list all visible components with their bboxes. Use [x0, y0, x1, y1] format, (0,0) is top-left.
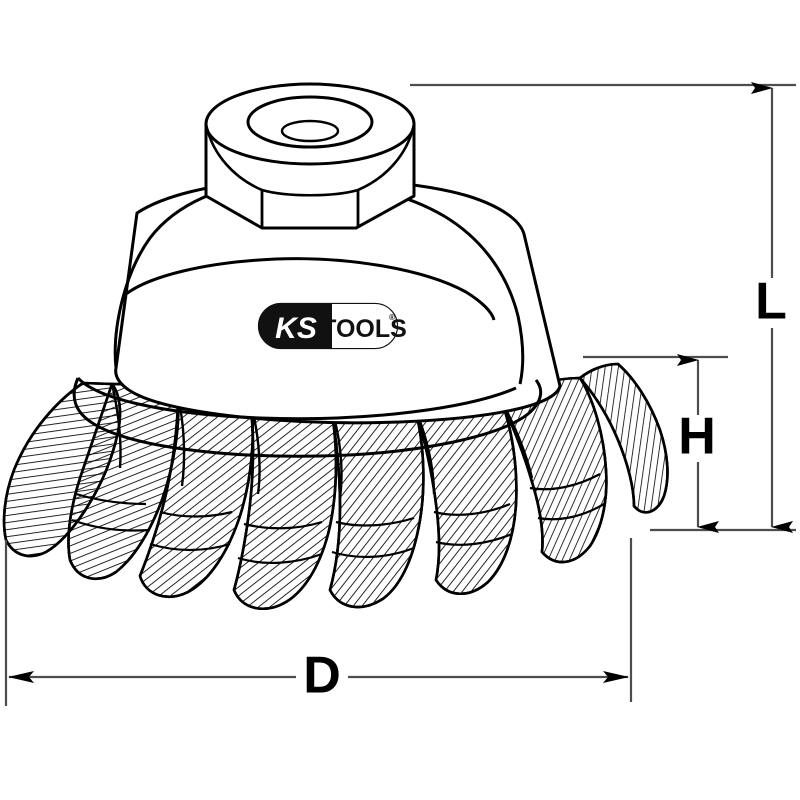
bristle-knot [328, 398, 425, 609]
rim-band-top-line [76, 376, 517, 421]
cup-body-group [72, 177, 562, 458]
dimension-H-label: H [678, 408, 716, 466]
ks-tools-logo: KS TOOLS ® [257, 302, 407, 350]
product-illustration: KS TOOLS ® [2, 82, 669, 610]
dimension-D: D [8, 647, 629, 705]
hex-nut-bore-inner [280, 119, 340, 143]
knot-twist-band [529, 473, 601, 491]
hex-nut-chamfer-right [357, 123, 416, 192]
cup-shoulder-seam [125, 257, 496, 321]
knot-twist-band [243, 520, 323, 530]
logo-tools-text: TOOLS [321, 315, 407, 343]
knot-twist-band [149, 542, 231, 552]
dimension-H: H [677, 354, 719, 533]
hex-nut-group [204, 82, 416, 230]
knot-twist-band [237, 552, 323, 565]
knot-twist-band [335, 516, 415, 527]
knot-twist-band [435, 532, 513, 546]
logo-right-panel [332, 304, 397, 348]
hex-nut-chamfer-front [261, 188, 359, 197]
dimension-D-label: D [303, 647, 341, 705]
dimension-L: L [751, 82, 793, 533]
knot-twist-band [433, 502, 511, 516]
logo-trademark-symbol: ® [389, 313, 395, 322]
bristle-knot [578, 362, 669, 514]
rim-band-outer [72, 377, 543, 458]
logo-ks-text: KS [275, 312, 317, 345]
knot-twist-band [71, 518, 151, 532]
knot-twist-band [331, 546, 415, 559]
knot-twist-band [159, 510, 233, 518]
knot-separator [110, 383, 122, 469]
knot-twist-band [537, 503, 605, 521]
hex-nut-chamfer-left [204, 123, 263, 192]
dimension-annotations: L H D [4, 82, 796, 706]
knot-twist-band [75, 492, 147, 506]
logo-left-panel [259, 304, 332, 348]
dimension-L-label: L [755, 273, 787, 331]
